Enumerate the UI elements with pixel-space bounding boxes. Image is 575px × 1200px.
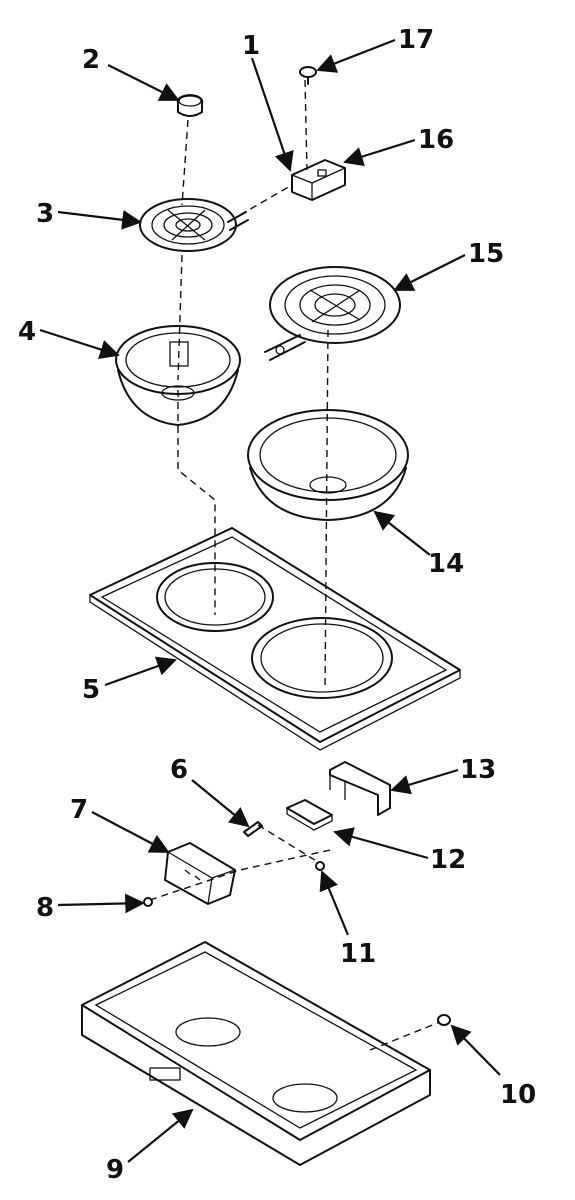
callout-14: 14 <box>428 549 464 579</box>
part-15-large-element <box>264 266 401 361</box>
part-11-screw <box>315 861 325 871</box>
callout-13: 13 <box>460 755 496 785</box>
callout-2: 2 <box>82 45 100 75</box>
arrow-10 <box>450 1024 501 1076</box>
callout-11: 11 <box>340 939 376 969</box>
arrow-5 <box>104 656 177 687</box>
callout-8: 8 <box>36 893 54 923</box>
callout-5: 5 <box>82 675 100 705</box>
arrow-3 <box>57 210 142 230</box>
callout-9: 9 <box>106 1155 124 1185</box>
arrow-8 <box>57 893 145 914</box>
arrow-17 <box>316 38 396 73</box>
part-14-large-drip-bowl <box>247 409 409 521</box>
callout-1: 1 <box>242 31 260 61</box>
part-6-clip <box>243 821 263 837</box>
arrow-12 <box>333 827 429 860</box>
part-12-plate <box>286 799 333 831</box>
callout-15: 15 <box>468 239 504 269</box>
part-17-screw <box>299 66 317 85</box>
arrow-1 <box>250 57 294 172</box>
arrow-9 <box>127 1108 194 1163</box>
part-3-small-element <box>139 198 249 252</box>
arrow-2 <box>107 64 180 101</box>
part-16-terminal-block <box>291 159 346 201</box>
callout-3: 3 <box>36 199 54 229</box>
arrow-7 <box>91 811 170 853</box>
part-7-housing <box>164 842 236 905</box>
part-10-screw <box>437 1014 451 1026</box>
part-4-small-drip-bowl <box>115 325 241 426</box>
arrow-4 <box>39 328 120 359</box>
part-9-bottom-pan <box>81 941 431 1166</box>
arrow-11 <box>319 870 350 936</box>
arrow-13 <box>390 768 459 795</box>
arrow-14 <box>373 510 431 556</box>
callout-7: 7 <box>70 795 88 825</box>
arrow-6 <box>191 779 250 828</box>
leader-arrows <box>39 38 501 1163</box>
callout-17: 17 <box>398 25 434 55</box>
callout-16: 16 <box>418 125 454 155</box>
callout-10: 10 <box>500 1080 536 1110</box>
part-8-screw <box>143 897 153 907</box>
part-5-cooktop-top <box>89 527 461 751</box>
callout-4: 4 <box>18 317 36 347</box>
arrow-15 <box>393 254 466 291</box>
callout-labels: 1 2 3 4 5 6 7 8 9 10 11 12 13 14 15 16 1… <box>18 25 536 1185</box>
part-2-knob-cap <box>176 94 204 117</box>
callout-12: 12 <box>430 845 466 875</box>
arrow-16 <box>343 138 416 167</box>
callout-6: 6 <box>170 755 188 785</box>
part-13-bracket <box>329 761 391 816</box>
assembly-lines <box>149 79 441 1051</box>
